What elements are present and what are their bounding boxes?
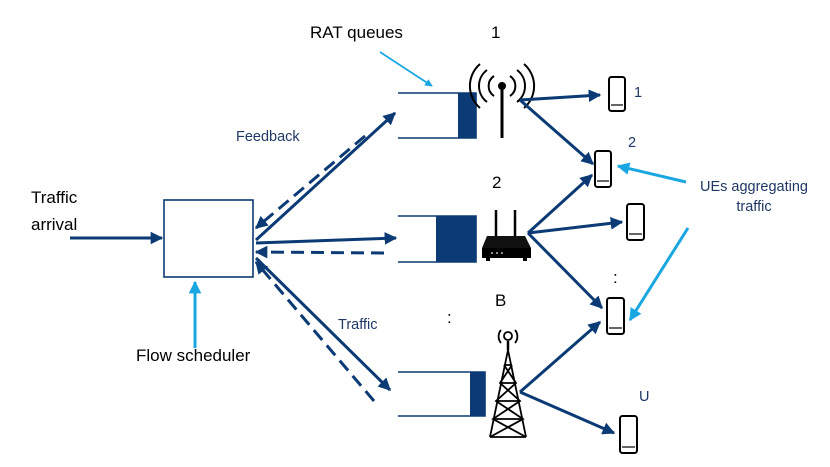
ue-ellipsis: :: [613, 268, 618, 287]
traffic-arrival-label-line1: Traffic: [31, 188, 78, 207]
phone-icon: [626, 203, 645, 241]
rat-queue-1: [398, 92, 477, 139]
traffic-label: Traffic: [338, 317, 377, 333]
rat-queues-label: RAT queues: [310, 23, 403, 42]
base-station-ellipsis: :: [447, 308, 452, 327]
flow-scheduler-box: [163, 199, 254, 278]
phone-icon: [606, 297, 625, 335]
ues-aggregating-label-line1: UEs aggregating: [700, 179, 808, 195]
feedback-arrow-queue-b: [254, 261, 376, 402]
antenna-icon: [468, 63, 536, 138]
traffic-arrow-queue-b: [254, 256, 392, 392]
link-bs1-ue1: [519, 89, 602, 102]
ue-1-label: 1: [634, 85, 642, 101]
ue-u-label: U: [639, 389, 649, 405]
phone-icon: [619, 415, 638, 454]
cell-tower-icon: [489, 329, 527, 438]
ue-aggregating-arrow-ue4: [628, 227, 690, 322]
phone-icon: [608, 76, 626, 112]
link-bs1-ue2: [519, 98, 594, 166]
link-bs2-ue2: [526, 173, 594, 235]
rat-queue-2: [398, 215, 477, 263]
feedback-label: Feedback: [236, 129, 300, 145]
link-bs2-ue3: [527, 217, 624, 235]
phone-icon: [594, 150, 612, 188]
base-station-2-label: 2: [492, 173, 501, 192]
traffic-arrow-queue-1: [254, 111, 397, 242]
base-station-b-label: B: [495, 291, 506, 310]
feedback-arrow-queue-2: [254, 245, 385, 259]
traffic-arrival-label-line2: arrival: [31, 215, 77, 234]
flow-scheduler-label: Flow scheduler: [136, 346, 251, 365]
traffic-arrow-queue-2: [255, 232, 398, 245]
rat-queues-pointer: [379, 51, 433, 87]
link-bsb-ueu: [519, 390, 616, 435]
rat-queue-b: [398, 371, 486, 417]
base-station-1-label: 1: [491, 23, 500, 42]
link-bs2-ue4: [526, 231, 604, 310]
wifi-router-icon: [482, 210, 531, 261]
link-bsb-ue4: [519, 320, 601, 394]
ues-aggregating-label-line2: traffic: [736, 199, 771, 215]
ue-2-label: 2: [628, 135, 636, 151]
ue-aggregating-arrow-ue2: [616, 162, 687, 184]
feedback-arrow-queue-1: [255, 134, 366, 230]
